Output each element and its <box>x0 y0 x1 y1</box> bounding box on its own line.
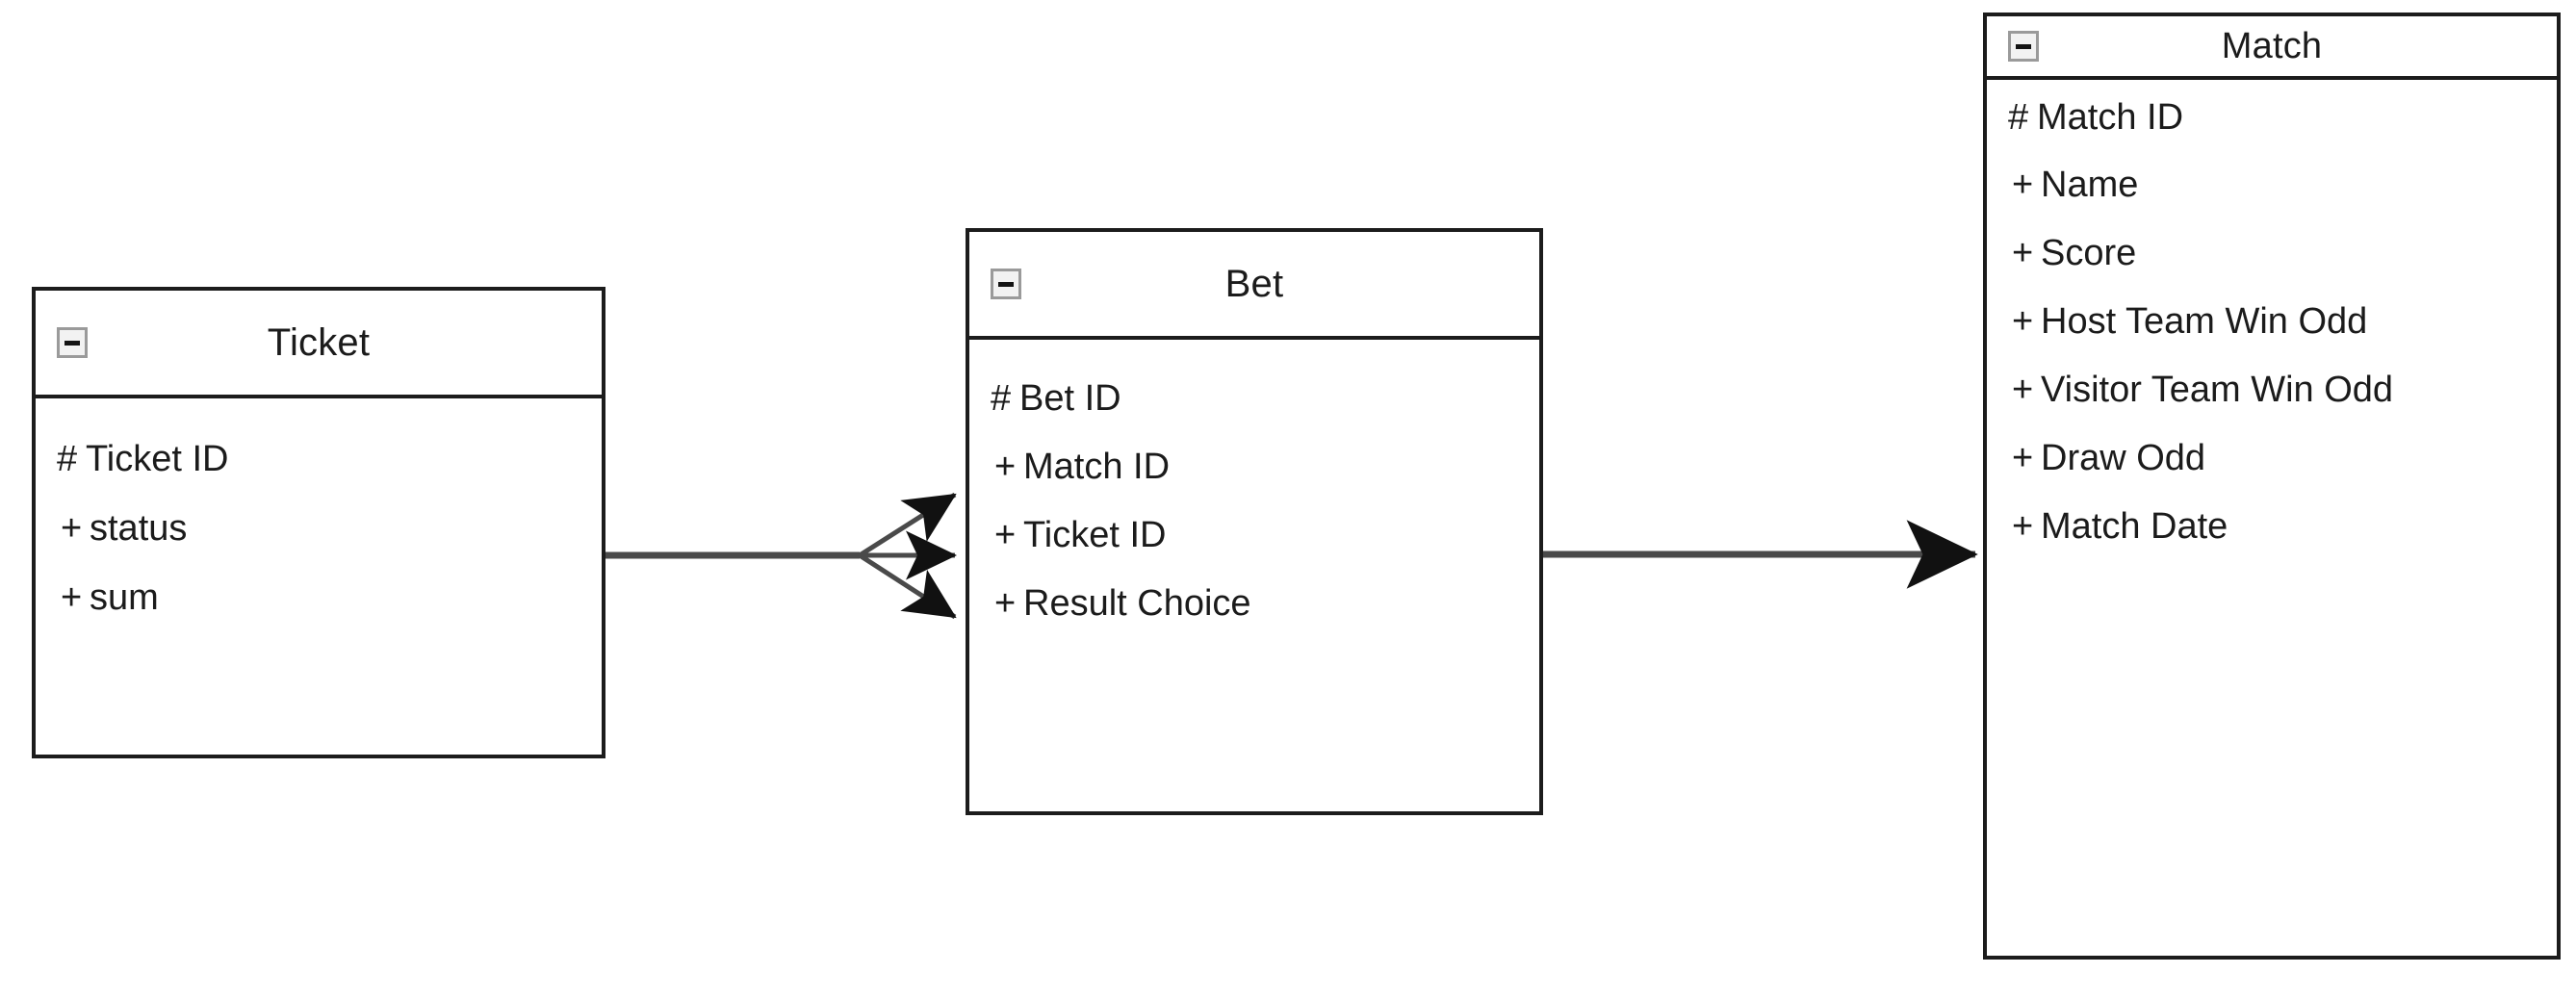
attribute-visibility: # <box>991 378 1012 419</box>
attribute-name: sum <box>90 577 159 618</box>
attribute-visibility: + <box>2012 165 2034 205</box>
attribute-name: Match ID <box>1023 447 1171 487</box>
class-header-match: Match <box>1987 16 2557 80</box>
attribute-row[interactable]: + Score <box>2012 235 2557 271</box>
attribute-visibility: + <box>994 583 1017 624</box>
attribute-visibility: + <box>2012 301 2034 342</box>
attribute-name: Visitor Team Win Odd <box>2041 370 2394 410</box>
class-attributes-ticket: # Ticket ID + status + sum <box>36 398 602 755</box>
attribute-row[interactable]: + Result Choice <box>994 585 1539 622</box>
collapse-minus-icon[interactable] <box>991 269 1021 299</box>
class-title-ticket: Ticket <box>267 321 371 364</box>
attribute-visibility: + <box>61 577 83 618</box>
attribute-row[interactable]: + Name <box>2012 166 2557 203</box>
attribute-row[interactable]: + Ticket ID <box>994 517 1539 553</box>
attribute-name: status <box>90 508 188 549</box>
attribute-visibility: # <box>57 439 78 479</box>
attribute-row[interactable]: + Host Team Win Odd <box>2012 303 2557 340</box>
attribute-row[interactable]: + status <box>61 510 602 547</box>
attribute-row[interactable]: + Match Date <box>2012 508 2557 545</box>
attribute-name: Score <box>2041 233 2137 273</box>
attribute-visibility: + <box>61 508 83 549</box>
connector-arrow-bet-lower <box>858 552 957 620</box>
attribute-visibility: + <box>2012 438 2034 478</box>
class-attributes-bet: # Bet ID + Match ID + Ticket ID + Result… <box>969 340 1539 811</box>
attribute-name: Match Date <box>2041 506 2228 547</box>
class-box-match[interactable]: Match # Match ID + Name + Score + Host T… <box>1983 13 2561 960</box>
class-title-bet: Bet <box>1224 263 1284 305</box>
class-title-match: Match <box>2221 26 2323 66</box>
attribute-row[interactable]: # Ticket ID <box>57 441 602 477</box>
attribute-row[interactable]: # Bet ID <box>991 380 1539 417</box>
attribute-row[interactable]: + sum <box>61 579 602 616</box>
collapse-minus-icon[interactable] <box>2008 31 2039 62</box>
attribute-name: Bet ID <box>1019 378 1121 419</box>
class-header-bet: Bet <box>969 232 1539 340</box>
attribute-row[interactable]: + Match ID <box>994 448 1539 485</box>
connector-arrow-bet-upper <box>858 492 957 558</box>
attribute-name: Ticket ID <box>86 439 229 479</box>
attribute-name: Draw Odd <box>2041 438 2206 478</box>
attribute-row[interactable]: + Draw Odd <box>2012 440 2557 476</box>
class-header-ticket: Ticket <box>36 291 602 398</box>
class-attributes-match: # Match ID + Name + Score + Host Team Wi… <box>1987 80 2557 956</box>
attribute-visibility: + <box>2012 506 2034 547</box>
attribute-visibility: # <box>2008 97 2029 138</box>
class-box-bet[interactable]: Bet # Bet ID + Match ID + Ticket ID + Re… <box>966 228 1543 815</box>
attribute-name: Ticket ID <box>1023 515 1167 555</box>
attribute-visibility: + <box>2012 233 2034 273</box>
relationship-ticket-to-bet <box>605 492 958 620</box>
attribute-row[interactable]: + Visitor Team Win Odd <box>2012 371 2557 408</box>
class-box-ticket[interactable]: Ticket # Ticket ID + status + sum <box>32 287 605 758</box>
attribute-visibility: + <box>2012 370 2034 410</box>
attribute-name: Name <box>2041 165 2139 205</box>
attribute-row[interactable]: # Match ID <box>2008 99 2557 136</box>
collapse-minus-icon[interactable] <box>57 327 88 358</box>
attribute-name: Host Team Win Odd <box>2041 301 2368 342</box>
attribute-visibility: + <box>994 515 1017 555</box>
attribute-name: Match ID <box>2037 97 2184 138</box>
attribute-visibility: + <box>994 447 1017 487</box>
attribute-name: Result Choice <box>1023 583 1251 624</box>
